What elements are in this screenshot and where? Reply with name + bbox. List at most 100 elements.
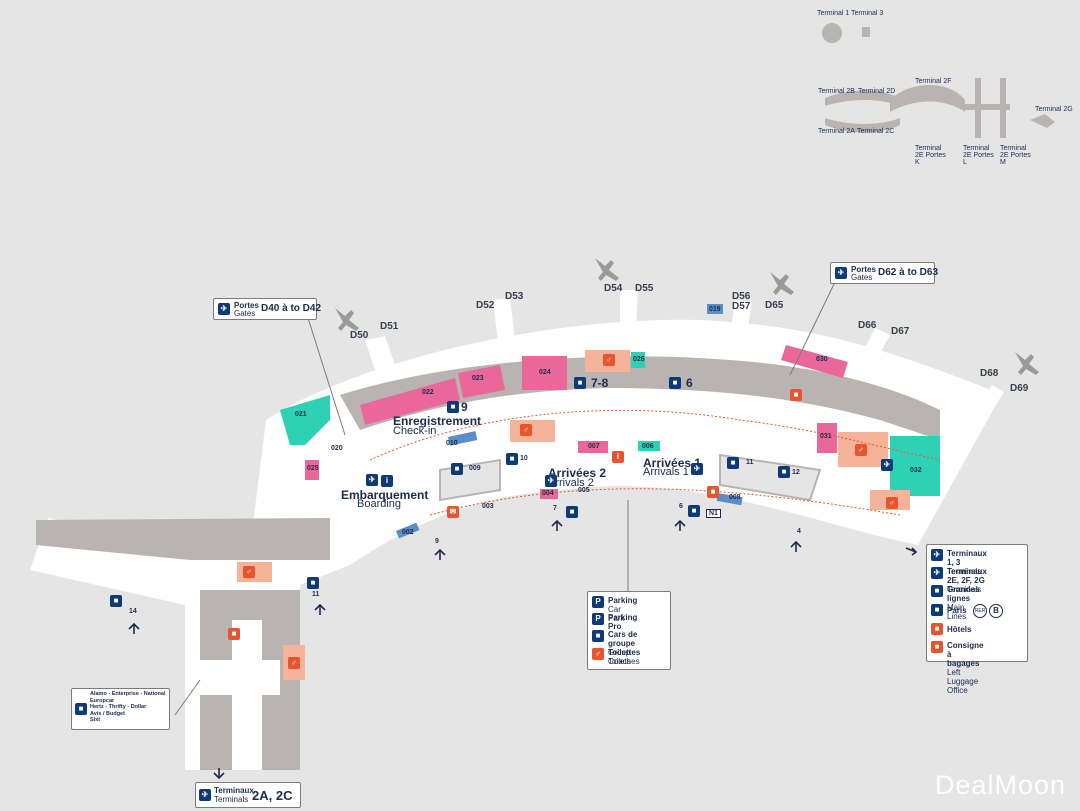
inset-label-2b: Terminal 2B: [818, 88, 855, 95]
shop-024: [522, 356, 567, 390]
zone-arrivees-2: Arrivées 2: [548, 466, 607, 480]
exit-number-11: 11: [312, 591, 320, 598]
toilets-icon: ♂: [603, 354, 615, 366]
shop-label-024: 024: [539, 369, 551, 376]
line-b-icon: B: [989, 604, 1003, 618]
shop-label-004: 004: [542, 490, 554, 497]
shop-026: [631, 352, 645, 368]
inset-map: [822, 23, 1055, 138]
inset-label-2c: Terminal 2C: [857, 128, 895, 135]
inset-label-2g: Terminal 2G: [1035, 106, 1073, 113]
shop-label-003: 003: [482, 503, 494, 510]
shop-006: [638, 441, 660, 451]
parking-pro-icon: P: [592, 613, 604, 625]
shop-019: [707, 304, 723, 314]
shop-002: [395, 522, 420, 539]
zone-number-7-8: 7-8: [591, 376, 609, 390]
zone-number-11: 11: [746, 459, 754, 466]
parking-icon: P: [592, 596, 604, 608]
airplane-icon: [335, 258, 1039, 375]
shop-022: [360, 378, 460, 425]
toilets-icon: ♂: [592, 648, 604, 660]
toilets-icon: ♂: [855, 444, 867, 456]
gate-callout-title: Portes: [851, 265, 876, 274]
plane-icon: ✈: [931, 549, 943, 561]
gate-callout-d40-d42: ✈ Portes Gates D40 à to D42: [213, 298, 321, 320]
pier-d68: [976, 385, 1004, 418]
gate-callout-title: Portes: [234, 301, 259, 310]
gate-callout-subtitle: Gates: [851, 273, 873, 282]
shop-label-009: 009: [469, 465, 481, 472]
train-icon: ■: [931, 585, 943, 597]
zone-arrivees-1: Arrivées 1: [643, 456, 702, 470]
terminals-2a-2c-link[interactable]: ✈ Terminaux Terminals 2A, 2C: [195, 782, 301, 808]
checkin-icon: ■: [669, 377, 681, 389]
baggage-claim-right: [719, 453, 822, 502]
gate-label-d68: D68: [980, 368, 999, 379]
shop-021: [280, 395, 330, 445]
gate-callout-range: D40 à to D42: [261, 303, 322, 314]
boarding-icon: ✈: [366, 474, 378, 486]
rental-company: Alamo - Enterprise - National: [90, 691, 166, 697]
gate-callout-line-right: [789, 281, 836, 376]
shop-label-030: 030: [816, 356, 828, 363]
shop-label-021: 021: [295, 411, 307, 418]
luggage-icon: ■: [790, 389, 802, 401]
inset-label-2d: Terminal 2D: [858, 88, 896, 95]
rental-company: Avis / Budget: [90, 710, 125, 717]
inset-label-2e-m: Terminal 2E Portes M: [1000, 145, 1031, 166]
zone-enregistrement: Enregistrement: [393, 414, 482, 428]
exit-number-9: 9: [435, 538, 439, 545]
gate-label-d55: D55: [635, 283, 654, 294]
taxi-icon: ■: [566, 506, 578, 518]
shop-label-020: 020: [331, 445, 343, 452]
toilets-icon: ♂: [886, 497, 898, 509]
inset-label-2f: Terminal 2F: [915, 78, 952, 85]
info-icon: i: [381, 475, 393, 487]
gate-label-d65: D65: [765, 300, 784, 311]
shop-010: [448, 431, 478, 446]
west-wing: [36, 518, 330, 560]
arrivals-icon: ✈: [881, 459, 893, 471]
shop-030: [781, 345, 848, 378]
shop-label-002: 002: [402, 529, 414, 536]
inset-label-t1: Terminal 1: [817, 10, 850, 17]
mail-icon: ✉: [447, 506, 459, 518]
gate-label-d56: D56: [732, 291, 751, 302]
inset-label-2a: Terminal 2A: [818, 128, 855, 135]
train-icon: ■: [931, 604, 943, 616]
bus-icon: ■: [688, 505, 700, 517]
gate-label-d66: D66: [858, 320, 877, 331]
terminals-value: 2A, 2C: [252, 788, 293, 803]
checkin-icon: ■: [447, 401, 459, 413]
baggage-icon: ■: [778, 466, 790, 478]
terminals-en: Terminals: [214, 795, 249, 804]
shop-label-010: 010: [446, 440, 458, 447]
south-hall: [200, 660, 280, 695]
car-rental-legend: ■ Alamo - Enterprise - National Europcar…: [71, 688, 170, 730]
zone-arrivals-1: Arrivals 1: [643, 466, 689, 478]
zone-number-10: 10: [520, 455, 528, 462]
checkin-icon: ■: [574, 377, 586, 389]
plane-icon: ✈: [931, 567, 943, 579]
shop-031: [817, 423, 837, 453]
pier-d50: [365, 336, 395, 370]
toilets-icon: ♂: [243, 566, 255, 578]
gate-icon: ✈: [218, 303, 230, 315]
car-rental-icon: ■: [75, 703, 87, 715]
watermark: DealMoon: [934, 770, 1066, 800]
toilets-icon: ♂: [520, 424, 532, 436]
rental-company: Sixt: [90, 717, 101, 723]
terminals-fr: Terminaux: [214, 786, 254, 795]
coach-icon: ■: [592, 630, 604, 642]
pier-d66: [858, 328, 890, 368]
pier-d56: [730, 300, 752, 340]
zone-number-12: 12: [792, 469, 800, 476]
gate-callout-subtitle: Gates: [234, 309, 256, 318]
gate-icon: ✈: [835, 267, 847, 279]
shop-label-008: 008: [729, 494, 741, 501]
shop-025: [305, 460, 319, 480]
shop-label-005: 005: [578, 487, 590, 494]
